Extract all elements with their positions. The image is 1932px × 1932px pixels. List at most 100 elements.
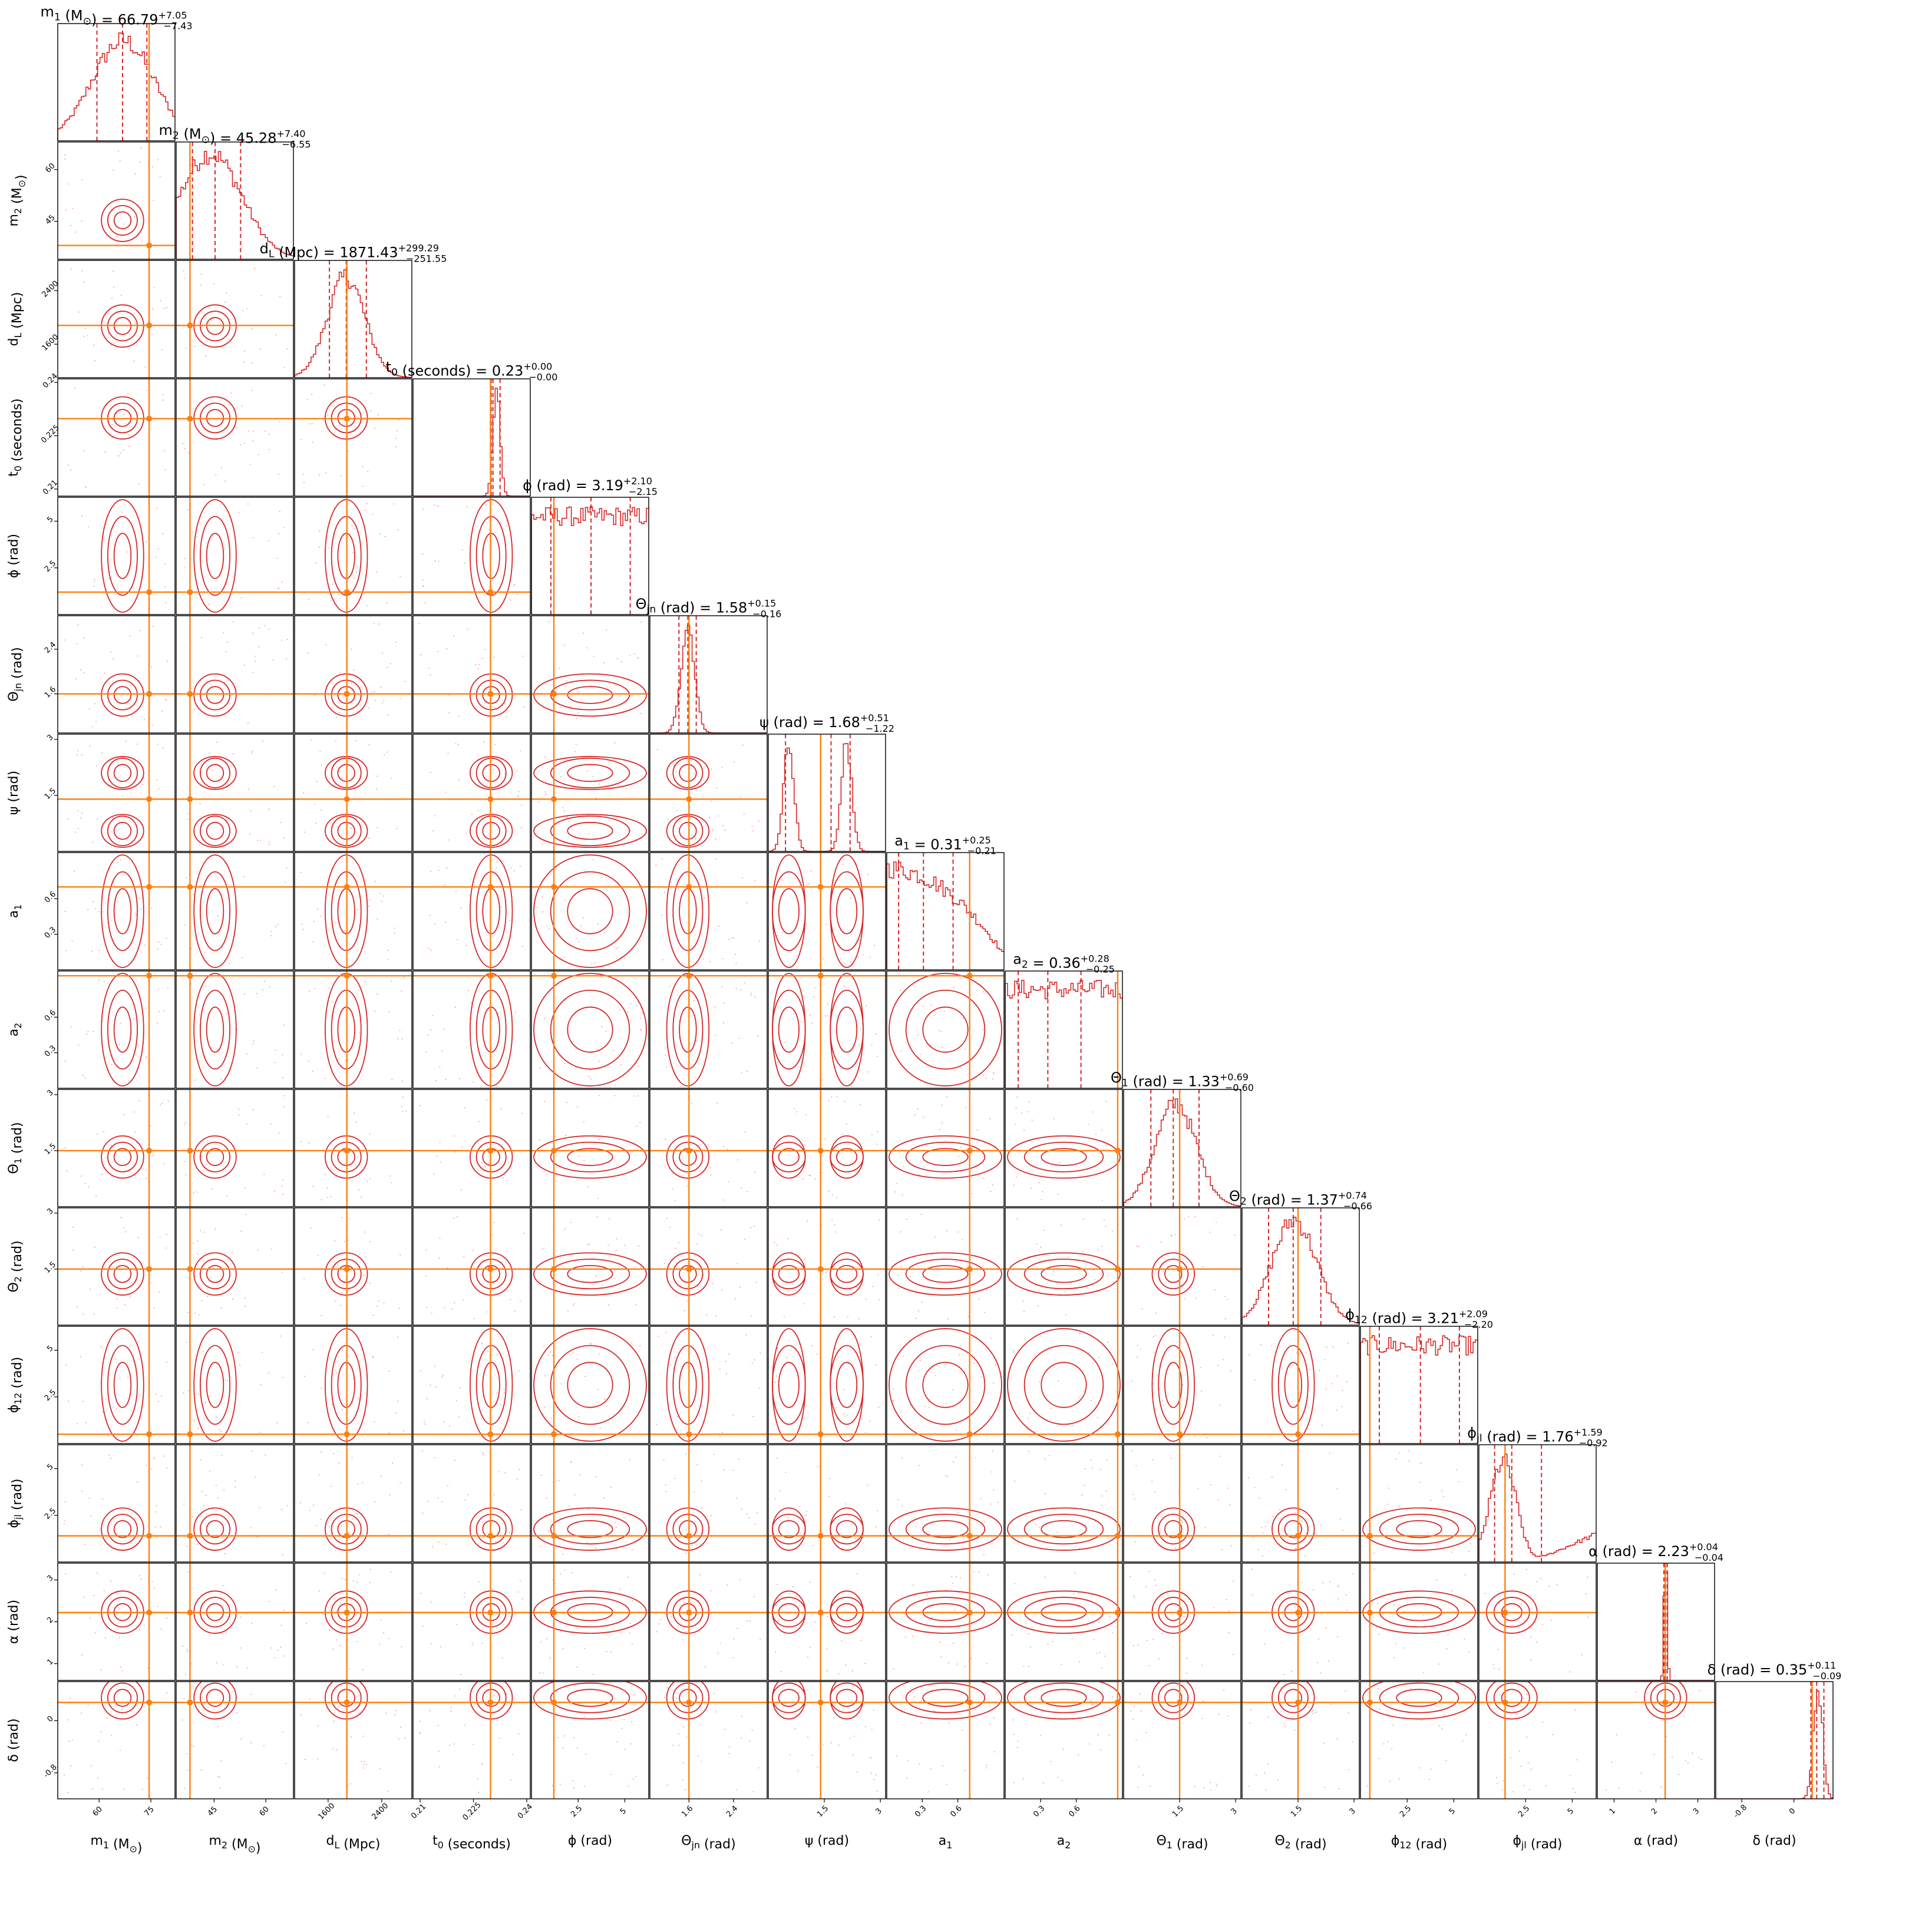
sample-point [630,830,632,831]
sample-point [777,1620,779,1622]
sample-point [328,987,330,989]
sample-point [986,1764,988,1766]
sample-point [709,817,711,818]
sample-point [539,1672,541,1674]
sample-point [658,1623,660,1625]
sample-point [1201,1391,1203,1392]
sample-point [850,1738,851,1739]
sample-point [213,283,214,285]
sample-point [1337,1636,1339,1637]
sample-point [739,1578,741,1580]
sample-point [907,1759,909,1761]
sample-point [256,1067,258,1069]
contour [889,1682,1002,1720]
sample-point [107,1435,109,1436]
sample-point [1037,1305,1039,1307]
contour [835,1006,858,1053]
sample-point [620,1064,622,1066]
sample-point [314,988,316,989]
truth-marker [817,884,824,890]
contour [567,821,613,840]
sample-point [1383,1743,1385,1745]
sample-point [187,1571,189,1573]
sample-point [327,1116,329,1118]
sample-point [620,1632,622,1634]
sample-point [1410,1687,1412,1689]
sample-point [831,1097,833,1098]
sample-point [716,787,718,789]
y-tick-label: 45 [44,213,57,226]
sample-point [484,649,486,650]
sample-point [282,1554,283,1555]
contour [1272,1507,1315,1551]
sample-point [1171,1457,1173,1459]
sample-point [344,1241,346,1243]
sample-point [1226,1599,1227,1600]
sample-point [684,1595,686,1597]
sample-point [212,770,214,771]
sample-point [110,559,111,561]
sample-point [540,1474,542,1476]
sample-point [943,1010,945,1012]
sample-point [741,877,743,879]
truth-marker [1662,1699,1669,1706]
sample-point [252,672,254,673]
sample-point [362,1735,364,1737]
sample-point [701,1507,703,1509]
sample-point [1465,1734,1467,1736]
sample-point [595,1547,596,1549]
title-thetajn: Θjn (rad) = 1.58+0.15−0.16 [636,596,782,620]
sample-point [922,1005,924,1007]
sample-point [973,1401,975,1403]
sample-point [464,1499,466,1501]
sample-point [157,1022,158,1024]
sample-point [1029,1646,1031,1648]
sample-point [83,637,85,639]
sample-point [238,1114,240,1116]
sample-point [391,980,392,982]
contour [200,1345,230,1425]
sample-point [1254,1379,1256,1381]
sample-point [1145,1732,1147,1733]
sample-point [917,1034,919,1036]
sample-point [1386,1504,1388,1505]
sample-point [111,1735,113,1736]
sample-point [588,833,590,835]
sample-point [142,784,144,785]
sample-point [678,1733,679,1735]
sample-point [372,1356,374,1358]
contour [475,1345,507,1425]
truth-marker [1114,1609,1121,1616]
contour [1151,1682,1195,1720]
sample-point [1337,1585,1339,1587]
histogram-step-thetajn [650,625,767,734]
sample-point [362,1767,364,1769]
sample-point [429,914,431,916]
sample-point [980,1498,982,1500]
sample-point [267,540,269,541]
sample-point [395,642,397,643]
sample-point [64,1060,66,1062]
sample-point [265,1454,266,1456]
sample-point [551,1355,553,1356]
sample-point [1692,1752,1693,1754]
histogram-step-theta2 [1241,1217,1359,1325]
sample-point [280,1624,282,1626]
sample-point [594,962,596,964]
sample-point [691,1544,693,1546]
contour [778,1362,800,1408]
sample-point [117,901,118,903]
sample-point [1530,1768,1532,1770]
sample-point [182,442,184,444]
sample-point [312,1185,314,1187]
sample-point [273,1062,275,1064]
truth-marker [146,242,153,249]
sample-point [519,1580,521,1581]
sample-point [260,840,262,841]
sample-point [89,745,91,747]
sample-point [725,1360,726,1362]
sample-point [1352,1741,1353,1743]
contour [567,764,613,782]
sample-point [871,1757,873,1759]
